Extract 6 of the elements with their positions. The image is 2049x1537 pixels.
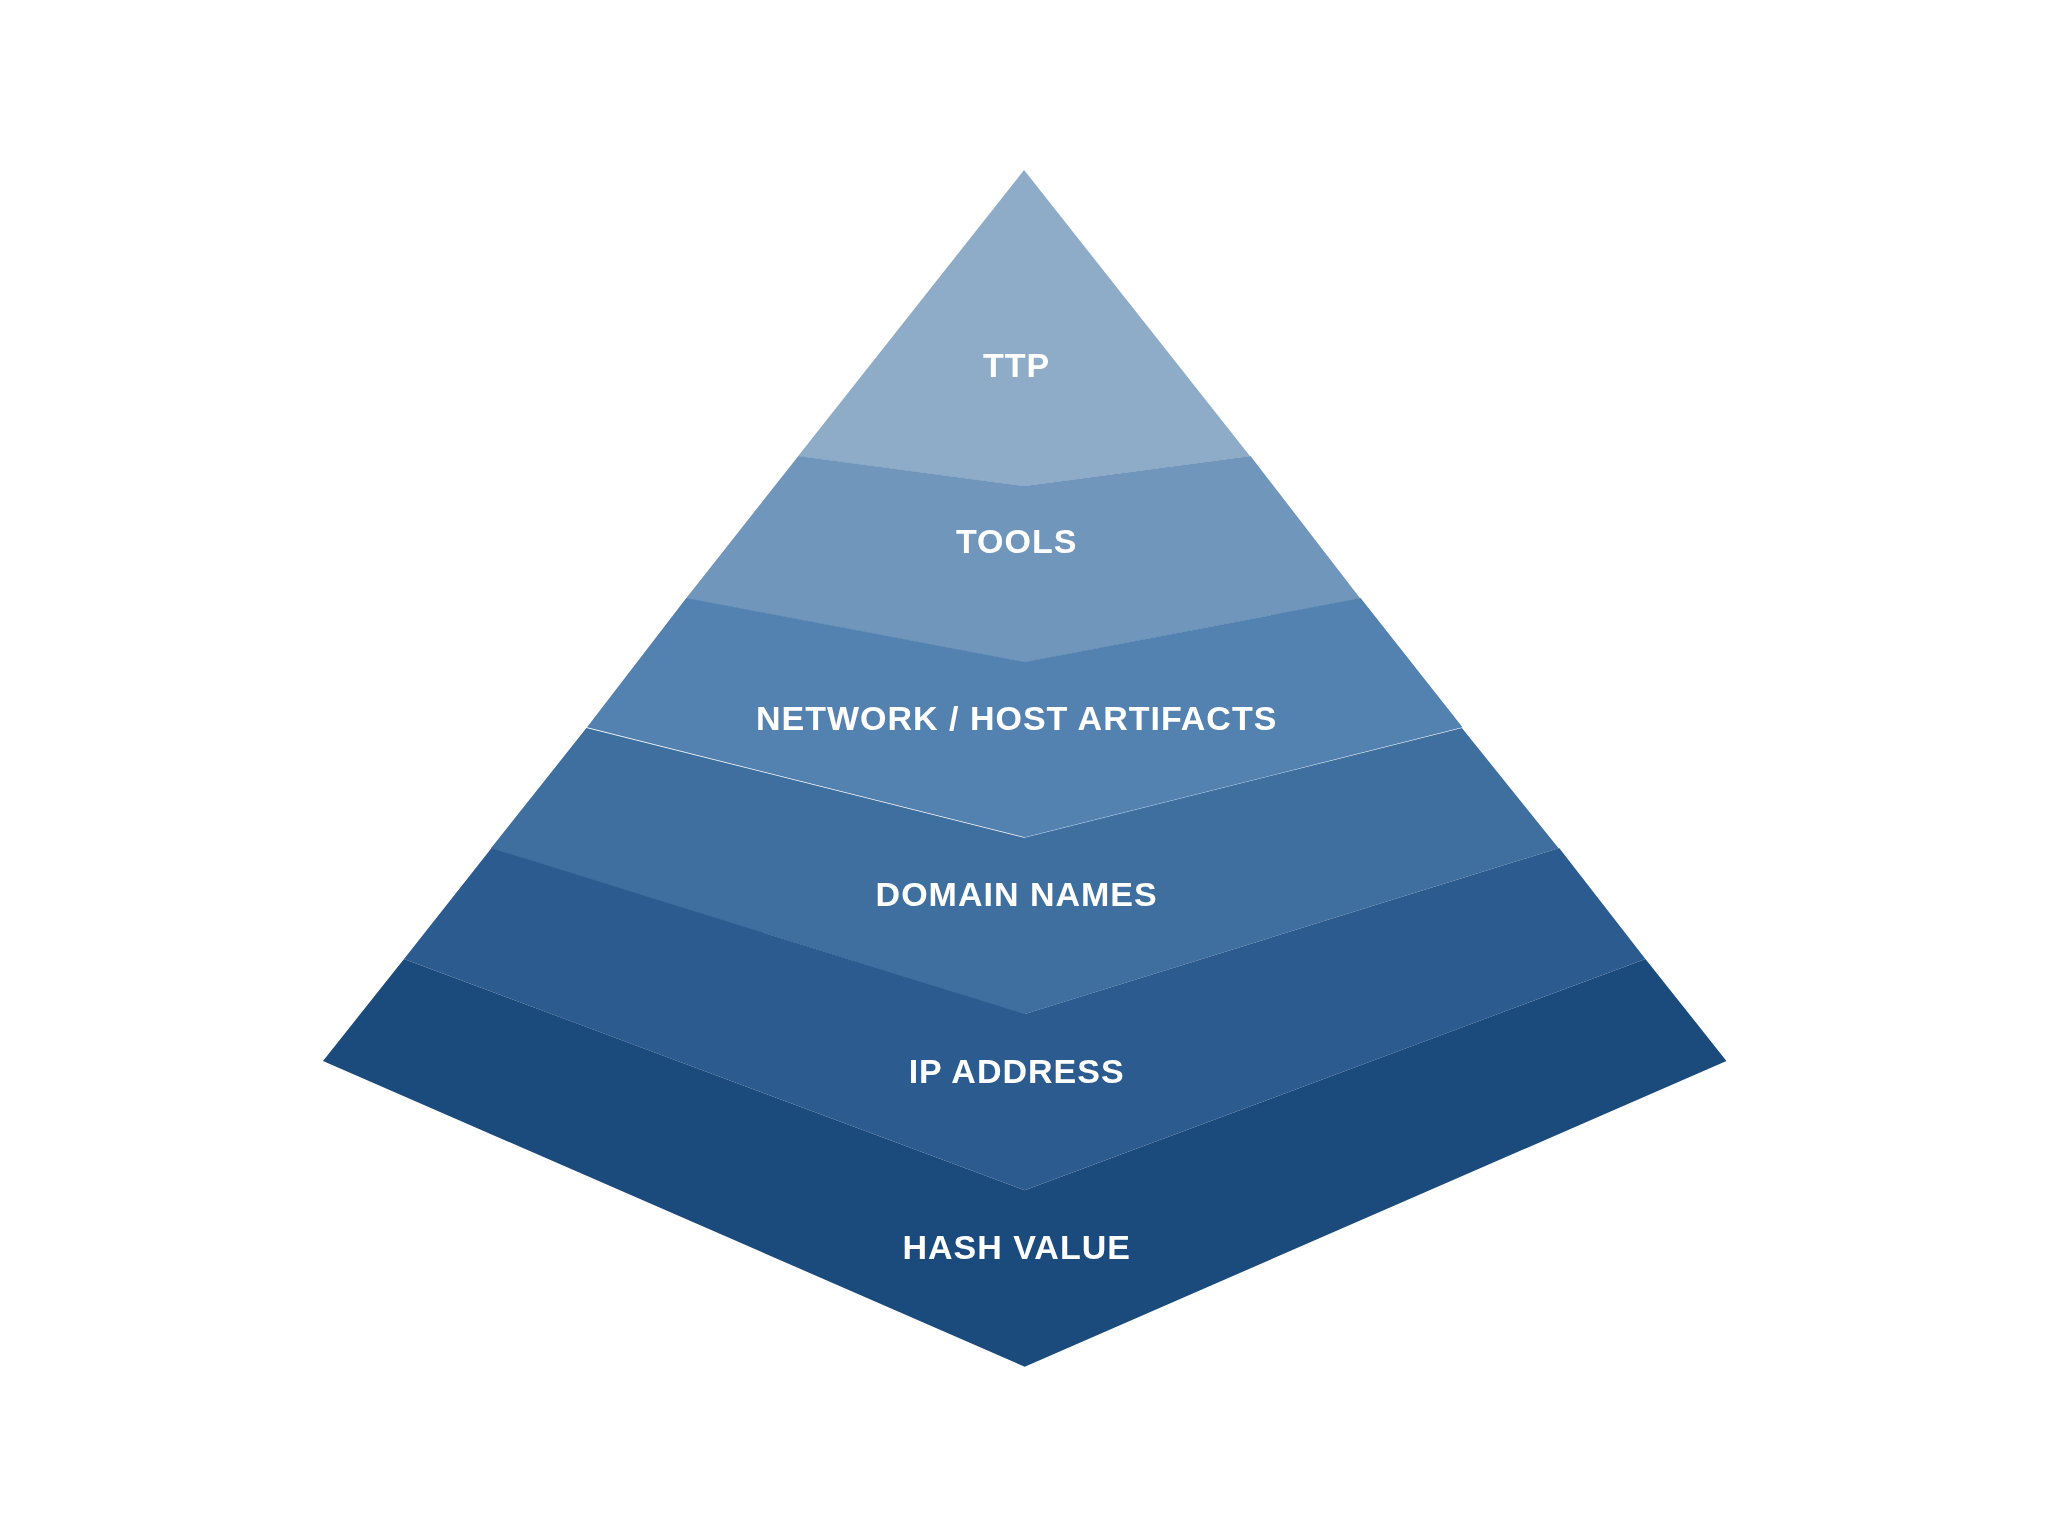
layer-label: DOMAIN NAMES	[875, 876, 1158, 914]
layer-label: TTP	[983, 347, 1051, 385]
layer-label: NETWORK / HOST ARTIFACTS	[755, 700, 1278, 738]
layer-label: IP ADDRESS	[908, 1052, 1125, 1091]
layer-label: HASH VALUE	[902, 1229, 1131, 1267]
layer-label: TOOLS	[955, 523, 1078, 561]
